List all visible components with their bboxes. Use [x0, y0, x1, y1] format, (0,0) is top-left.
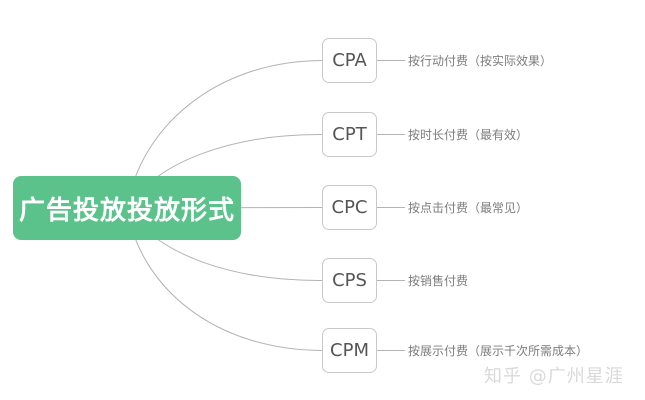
- branch-node-cpc[interactable]: CPC: [322, 185, 377, 230]
- branch-node-cpt[interactable]: CPT: [322, 112, 377, 157]
- branch-label: CPA: [332, 50, 367, 71]
- branch-description-cps: 按销售付费: [408, 274, 469, 288]
- root-node[interactable]: 广告投放投放形式: [13, 176, 241, 240]
- branch-node-cps[interactable]: CPS: [322, 258, 377, 303]
- branch-label: CPT: [332, 124, 367, 145]
- branch-label: CPC: [331, 197, 368, 218]
- root-node-label: 广告投放投放形式: [18, 195, 235, 226]
- branch-description-cpt: 按时长付费（最有效）: [408, 128, 529, 142]
- branch-description-cpc: 按点击付费（最常见）: [408, 201, 529, 215]
- branch-label: CPM: [330, 340, 369, 361]
- branch-description-cpm: 按展示付费（展示千次所需成本）: [408, 344, 589, 358]
- branch-label: CPS: [332, 270, 367, 291]
- branch-description-cpa: 按行动付费（按实际效果）: [408, 54, 553, 68]
- branch-node-cpm[interactable]: CPM: [322, 328, 377, 373]
- watermark: 知乎 @广州星涯: [484, 366, 624, 387]
- branch-node-cpa[interactable]: CPA: [322, 38, 377, 83]
